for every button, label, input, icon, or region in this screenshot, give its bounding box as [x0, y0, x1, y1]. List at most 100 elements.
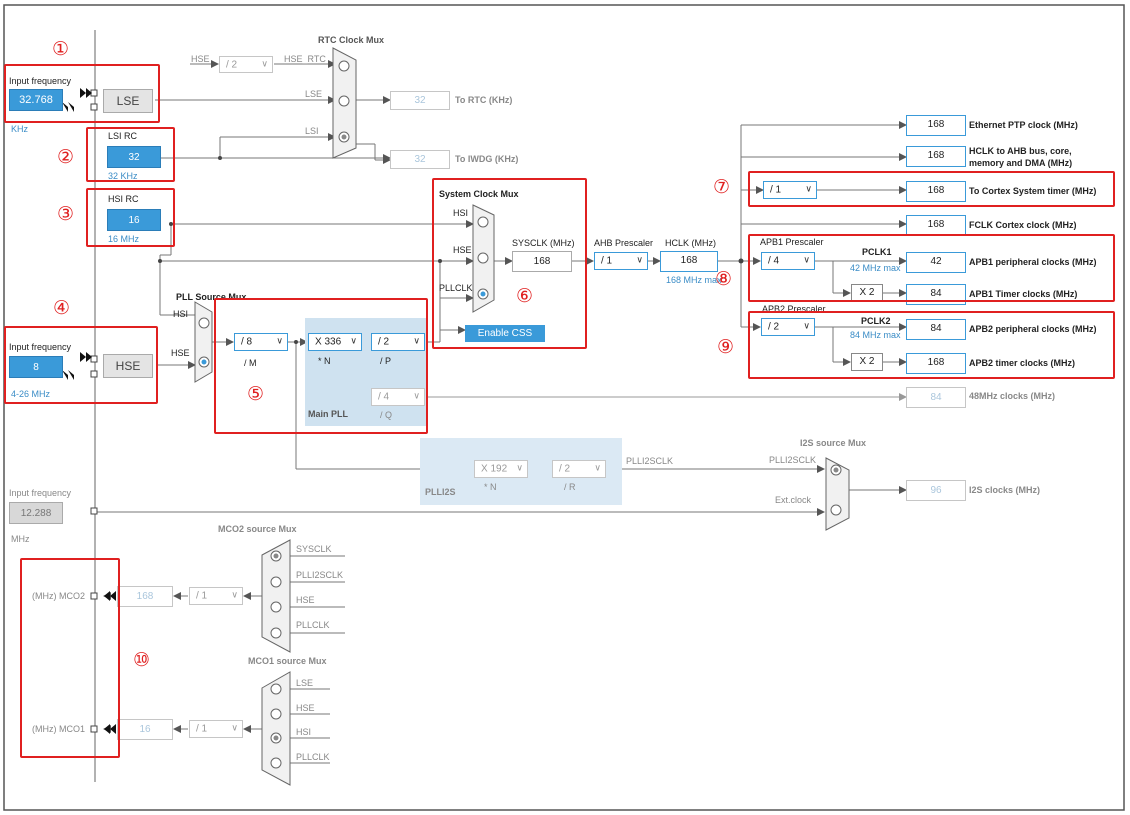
mco2-label: (MHz) MCO2	[32, 591, 85, 601]
chevron-down-icon: ∨	[261, 57, 268, 68]
hclk-input[interactable]: 168	[660, 251, 718, 272]
apb2-timer-label: APB2 timer clocks (MHz)	[969, 358, 1076, 368]
marker-7: ⑦	[713, 177, 731, 198]
iwdg-output-label: To IWDG (KHz)	[455, 154, 519, 164]
sys-mux-pllclk-label: PLLCLK	[439, 283, 473, 293]
i2s-mux-title: I2S source Mux	[800, 438, 867, 448]
mco1-source-lse: LSE	[296, 678, 314, 688]
hse-range: 4-26 MHz	[11, 389, 51, 399]
highlight-5-pll	[214, 298, 428, 434]
apb2-prescaler-title: APB2 Prescaler	[762, 304, 826, 314]
lsi-unit: 32 KHz	[108, 171, 138, 181]
pll-n-multiplier[interactable]: X 336∨	[308, 333, 362, 351]
highlight-6-sysclk	[432, 178, 587, 349]
sys-mux-hse-label: HSE	[453, 245, 472, 255]
marker-2: ②	[57, 147, 75, 168]
pll-mux-hsi-label: HSI	[173, 309, 189, 319]
apb2-timer-value: 168	[906, 353, 966, 374]
plli2s-r-divider[interactable]: / 2∨	[552, 460, 606, 478]
highlight-10-mco	[20, 558, 120, 758]
hclk-bus-value: 168	[906, 146, 966, 167]
rtc-hse-divider[interactable]: / 2∨	[219, 56, 273, 73]
hse-input-label: Input frequency	[9, 342, 72, 352]
sys-mux-hsi-label: HSI	[453, 208, 469, 218]
chevron-down-icon: ∨	[516, 462, 523, 473]
chevron-down-icon: ∨	[413, 335, 420, 346]
cortex-timer-divider[interactable]: / 1∨	[763, 181, 817, 199]
i2s-clock-label: I2S clocks (MHz)	[969, 485, 1041, 495]
i2s-mux-in2: Ext.clock	[775, 495, 812, 505]
hse-frequency-input[interactable]: 8	[9, 356, 63, 378]
chevron-down-icon: ∨	[594, 462, 601, 473]
marker-6: ⑥	[516, 286, 534, 307]
hse-block: HSE	[103, 354, 153, 378]
marker-4: ④	[53, 298, 71, 319]
highlight-3-hsi	[86, 188, 175, 247]
usb48-value: 84	[906, 387, 966, 408]
main-pll-title: Main PLL	[308, 409, 348, 419]
system-clock-mux-shape	[472, 204, 495, 313]
mco2-divider[interactable]: / 1∨	[189, 587, 243, 605]
pll-p-divider[interactable]: / 2∨	[371, 333, 425, 351]
enable-css-button[interactable]: Enable CSS	[465, 325, 545, 342]
marker-9: ⑨	[717, 337, 735, 358]
pclk1-label: PCLK1	[862, 247, 892, 257]
ext-input-value[interactable]: 12.288	[9, 502, 63, 524]
lse-unit: KHz	[11, 124, 29, 134]
lse-block: LSE	[103, 89, 153, 113]
apb1-peripheral-value: 42	[906, 252, 966, 273]
rtc-lsi-label: LSI	[305, 126, 319, 136]
chevron-down-icon: ∨	[803, 254, 810, 265]
pll-q-divider[interactable]: / 4∨	[371, 388, 425, 406]
ext-input-unit: MHz	[11, 534, 30, 544]
fclk-value: 168	[906, 215, 966, 236]
pll-p-label: / P	[380, 356, 392, 366]
fclk-label: FCLK Cortex clock (MHz)	[969, 220, 1077, 230]
ethernet-ptp-clock-label: Ethernet PTP clock (MHz)	[969, 120, 1078, 130]
lse-frequency-input[interactable]: 32.768	[9, 89, 63, 111]
ahb-prescaler-select[interactable]: / 1∨	[594, 252, 648, 270]
plli2s-n-multiplier[interactable]: X 192∨	[474, 460, 528, 478]
rtc-mux-shape	[332, 47, 357, 159]
apb1-timer-value: 84	[906, 284, 966, 305]
plli2s-title: PLLI2S	[425, 487, 456, 497]
system-clock-mux-title: System Clock Mux	[439, 189, 519, 199]
pll-q-label: / Q	[380, 410, 393, 420]
marker-10: ⑩	[133, 650, 151, 671]
mco2-source-sysclk: SYSCLK	[296, 544, 332, 554]
lse-input-label: Input frequency	[9, 76, 72, 86]
mco2-value: 168	[117, 586, 173, 607]
i2s-clock-value: 96	[906, 480, 966, 501]
chevron-down-icon: ∨	[805, 183, 812, 194]
highlight-1-lse	[4, 64, 160, 123]
pll-m-divider[interactable]: / 8∨	[234, 333, 288, 351]
apb2-prescaler-select[interactable]: / 2∨	[761, 318, 815, 336]
hsi-unit: 16 MHz	[108, 234, 140, 244]
pll-n-label: * N	[318, 356, 331, 366]
lsi-value: 32	[107, 146, 161, 168]
marker-1: ①	[52, 39, 70, 60]
mco1-divider[interactable]: / 1∨	[189, 720, 243, 738]
i2s-mux-in1: PLLI2SCLK	[769, 455, 817, 465]
apb1-prescaler-select[interactable]: / 4∨	[761, 252, 815, 270]
ahb-prescaler-label: AHB Prescaler	[594, 238, 654, 248]
chevron-down-icon: ∨	[350, 335, 357, 346]
rtc-hse-label: HSE	[191, 54, 210, 64]
ethernet-ptp-clock-value: 168	[906, 115, 966, 136]
cortex-timer-label: To Cortex System timer (MHz)	[969, 186, 1097, 196]
plli2s-r-label: / R	[564, 482, 576, 492]
i2s-mux-shape	[825, 457, 850, 531]
mco1-source-pllclk: PLLCLK	[296, 752, 330, 762]
hclk-label: HCLK (MHz)	[665, 238, 716, 248]
mco1-mux-title: MCO1 source Mux	[248, 656, 327, 666]
highlight-8-apb1	[748, 234, 1115, 302]
apb1-peripheral-label: APB1 peripheral clocks (MHz)	[969, 257, 1097, 267]
plli2s-n-label: * N	[484, 482, 497, 492]
apb2-peripheral-value: 84	[906, 319, 966, 340]
marker-8: ⑧	[715, 269, 733, 290]
mco1-source-hsi: HSI	[296, 727, 312, 737]
rtc-hse-rtc-label: HSE_RTC	[284, 54, 326, 64]
chevron-down-icon: ∨	[231, 722, 238, 733]
rtc-output-label: To RTC (KHz)	[455, 95, 513, 105]
pll-mux-hse-label: HSE	[171, 348, 190, 358]
